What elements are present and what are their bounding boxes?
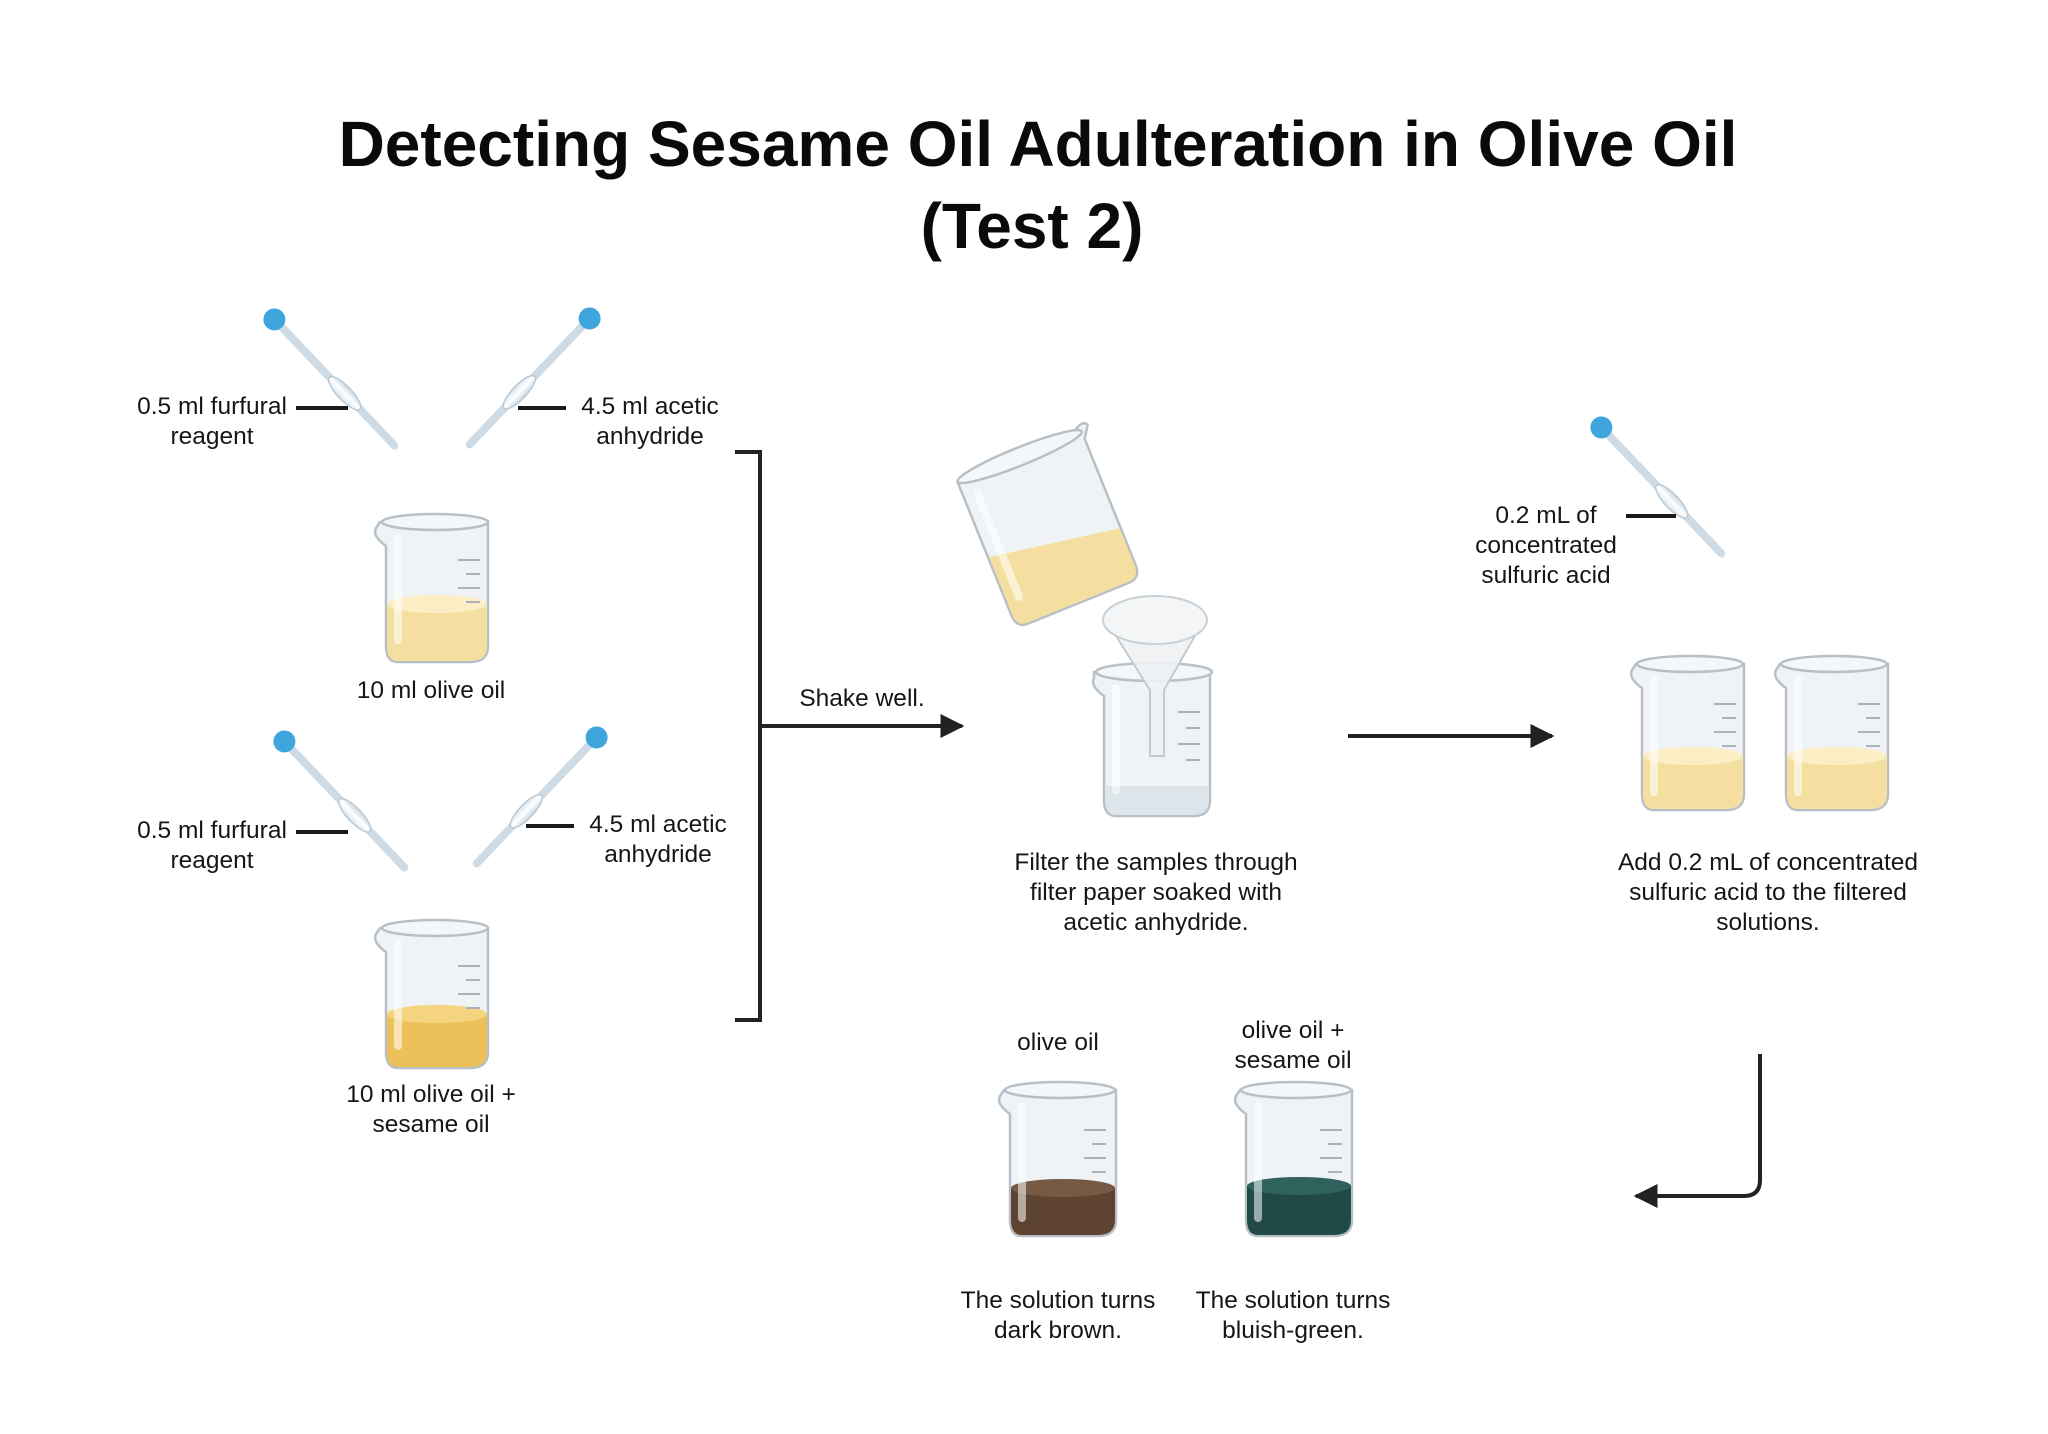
- furfural-label-bottom-line-1: 0.5 ml furfural: [137, 817, 287, 844]
- sulfuric-acid-pipette: [1590, 416, 1726, 558]
- beaker-olive-sesame-label-line-1: 10 ml olive oil +: [346, 1081, 516, 1108]
- acetic-label-top-line-2: anhydride: [596, 423, 704, 450]
- pipette-bulb-icon: [273, 730, 296, 753]
- sulfuric-label-line-3: sulfuric acid: [1481, 562, 1610, 589]
- furfural-label-bottom-line-2: reagent: [170, 847, 253, 874]
- filter-funnel-icon: [1102, 595, 1208, 645]
- acid-caption-line-3: solutions.: [1716, 909, 1820, 936]
- result-beaker-bluish-green: [1233, 1080, 1354, 1238]
- result-beaker-dark-brown: [997, 1080, 1118, 1238]
- shake-label: Shake well.: [799, 685, 924, 712]
- furfural-pipette-bottom: [273, 730, 409, 872]
- pipette-bulb-icon: [585, 726, 608, 749]
- filter-caption-line-1: Filter the samples through: [1014, 849, 1297, 876]
- beaker-olive-sesame-oil: [373, 918, 490, 1070]
- furfural-label-top-line-2: reagent: [170, 423, 253, 450]
- result-right-caption-line-1: The solution turns: [1196, 1287, 1391, 1314]
- result-left-caption-line-1: The solution turns: [961, 1287, 1156, 1314]
- title-line-1: Detecting Sesame Oil Adulteration in Oli…: [339, 108, 1738, 180]
- filtered-beaker-left: [1629, 654, 1746, 812]
- pipette-bulb-icon: [578, 307, 601, 330]
- acid-caption-line-1: Add 0.2 mL of concentrated: [1618, 849, 1918, 876]
- filter-setup: [1091, 595, 1214, 818]
- return-arrow: [1633, 1054, 1762, 1208]
- pipette-bulb-icon: [263, 308, 286, 331]
- grouping-bracket: [735, 450, 762, 1022]
- beaker-olive-oil-label: 10 ml olive oil: [357, 677, 505, 704]
- result-right-caption-line-2: bluish-green.: [1222, 1317, 1364, 1344]
- furfural-label-top-line-1: 0.5 ml furfural: [137, 393, 287, 420]
- result-left-label: olive oil: [1017, 1029, 1099, 1056]
- pipette-bulb-icon: [1590, 416, 1613, 439]
- result-right-label-line-1: olive oil +: [1242, 1017, 1345, 1044]
- pouring-beaker: [955, 421, 1139, 627]
- beaker-olive-oil: [373, 512, 490, 664]
- title-line-2: (Test 2): [921, 190, 1144, 262]
- filter-caption-line-2: filter paper soaked with: [1030, 879, 1282, 906]
- result-right-label-line-2: sesame oil: [1234, 1047, 1351, 1074]
- furfural-pipette-top: [263, 308, 399, 450]
- acetic-label-bottom-line-1: 4.5 ml acetic: [589, 811, 727, 838]
- beaker-olive-sesame-label-line-2: sesame oil: [372, 1111, 489, 1138]
- acetic-label-top-line-1: 4.5 ml acetic: [581, 393, 719, 420]
- sulfuric-label-line-2: concentrated: [1475, 532, 1617, 559]
- filter-caption-line-3: acetic anhydride.: [1063, 909, 1248, 936]
- filtered-beaker-right: [1773, 654, 1890, 812]
- acetic-pipette-bottom: [472, 726, 608, 868]
- acetic-label-bottom-line-2: anhydride: [604, 841, 712, 868]
- sulfuric-label-line-1: 0.2 mL of: [1495, 502, 1596, 529]
- result-left-caption-line-2: dark brown.: [994, 1317, 1122, 1344]
- acetic-pipette-top: [465, 307, 601, 449]
- acid-caption-line-2: sulfuric acid to the filtered: [1629, 879, 1907, 906]
